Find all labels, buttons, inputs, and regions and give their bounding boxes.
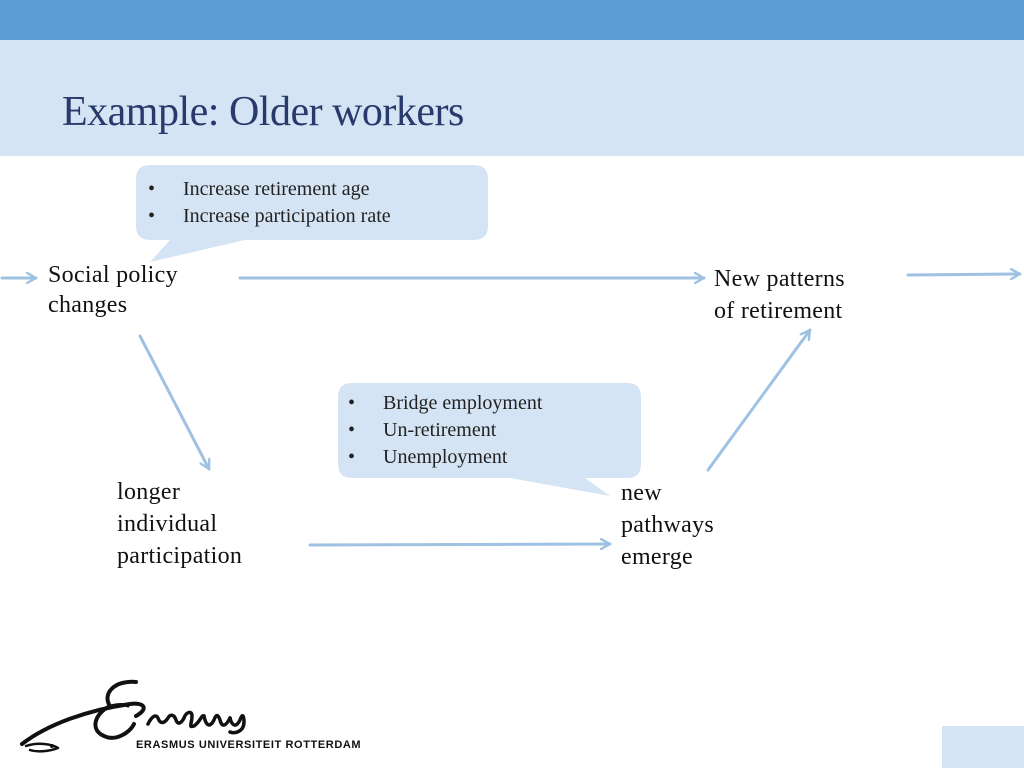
node-line: individual <box>117 511 218 537</box>
slide-title: Example: Older workers <box>62 89 464 135</box>
callout-item: Un-retirement <box>348 417 542 444</box>
arrow-patterns-out <box>906 274 1022 275</box>
node-line: new <box>621 480 662 506</box>
arrow-participation-to-pathways <box>308 544 612 545</box>
node-new-patterns-of-retirement: New patterns of retirement <box>714 263 845 327</box>
arrow-pathways-to-patterns <box>706 328 812 472</box>
arrow-policy-to-participation <box>138 334 211 471</box>
callout-policy-goals: Increase retirement age Increase partici… <box>148 176 391 230</box>
callout-item: Increase participation rate <box>148 203 391 230</box>
node-line: emerge <box>621 544 693 570</box>
node-line: Social policy <box>48 262 178 288</box>
top-accent-bar <box>0 0 1024 40</box>
callout-pathways: Bridge employment Un-retirement Unemploy… <box>348 390 542 471</box>
node-line: of retirement <box>714 298 843 324</box>
logo-wordmark: ERASMUS UNIVERSITEIT ROTTERDAM <box>136 739 362 751</box>
node-new-pathways-emerge: new pathways emerge <box>621 477 714 573</box>
title-band <box>0 40 1024 156</box>
node-line: New patterns <box>714 266 845 292</box>
node-line: pathways <box>621 512 715 538</box>
node-line: changes <box>48 292 128 318</box>
callout-item: Unemployment <box>348 444 542 471</box>
corner-accent-box <box>942 726 1024 768</box>
node-line: longer <box>117 479 181 505</box>
node-longer-individual-participation: longer individual participation <box>117 476 242 572</box>
callout-item: Increase retirement age <box>148 176 391 203</box>
callout-item: Bridge employment <box>348 390 542 417</box>
node-line: participation <box>117 543 243 569</box>
erasmus-logo <box>20 679 246 753</box>
node-social-policy-changes: Social policy changes <box>48 260 178 320</box>
